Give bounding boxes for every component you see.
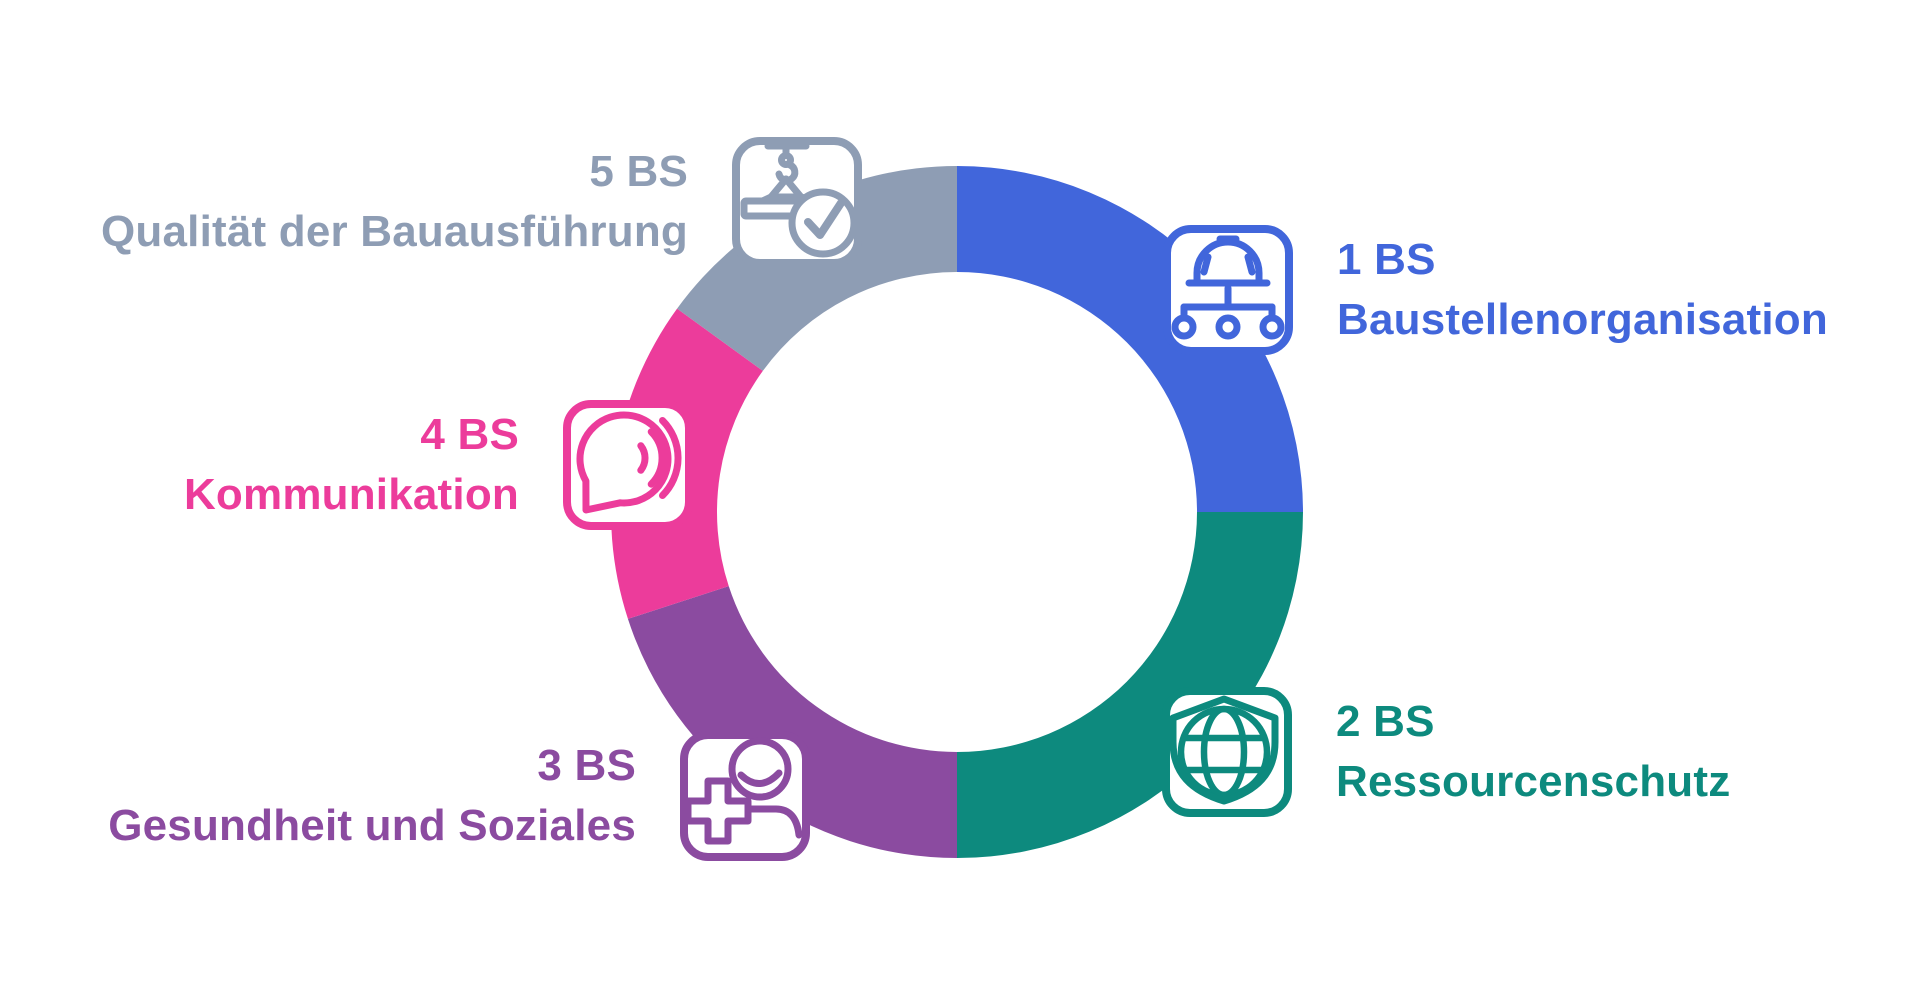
donut-segment-3	[627, 586, 957, 858]
legend-item-ressourcenschutz: 2 BS Ressourcenschutz	[1162, 687, 1730, 817]
segment-label: 3 BS Gesundheit und Soziales	[108, 736, 636, 856]
segment-name: Baustellenorganisation	[1337, 295, 1828, 344]
donut-segment-5	[677, 166, 957, 371]
segment-name: Kommunikation	[183, 470, 519, 519]
segment-code: 2 BS	[1336, 697, 1435, 746]
segment-code: 5 BS	[589, 147, 688, 196]
segment-name: Qualität der Bauausführung	[100, 207, 688, 256]
icon-svg	[1162, 687, 1292, 817]
segment-name: Gesundheit und Soziales	[108, 801, 636, 850]
legend-item-kommunikation: 4 BS Kommunikation	[184, 400, 693, 530]
icon-svg	[680, 731, 810, 861]
segment-name: Ressourcenschutz	[1336, 757, 1731, 806]
legend-item-qualitaet-der-bauausfuehrung: 5 BS Qualität der Bauausführung	[101, 137, 862, 267]
donut-segment-1	[957, 166, 1303, 512]
segment-label: 4 BS Kommunikation	[184, 405, 519, 525]
speech-bubble-waves-icon	[563, 400, 693, 530]
legend-item-baustellenorganisation: 1 BS Baustellenorganisation	[1163, 225, 1828, 355]
donut-segment-2	[957, 512, 1303, 858]
crane-hook-check-icon	[732, 137, 862, 267]
segment-code: 4 BS	[420, 410, 519, 459]
segment-code: 3 BS	[537, 741, 636, 790]
icon-svg	[732, 137, 862, 267]
segment-label: 5 BS Qualität der Bauausführung	[101, 142, 688, 262]
segment-label: 2 BS Ressourcenschutz	[1336, 692, 1730, 812]
segment-label: 1 BS Baustellenorganisation	[1337, 230, 1828, 350]
icon-svg	[563, 400, 693, 530]
legend-item-gesundheit-und-soziales: 3 BS Gesundheit und Soziales	[108, 731, 810, 861]
person-health-cross-icon	[680, 731, 810, 861]
shield-globe-icon	[1162, 687, 1292, 817]
hardhat-orgchart-icon	[1163, 225, 1293, 355]
segment-code: 1 BS	[1337, 235, 1436, 284]
icon-svg	[1163, 225, 1293, 355]
